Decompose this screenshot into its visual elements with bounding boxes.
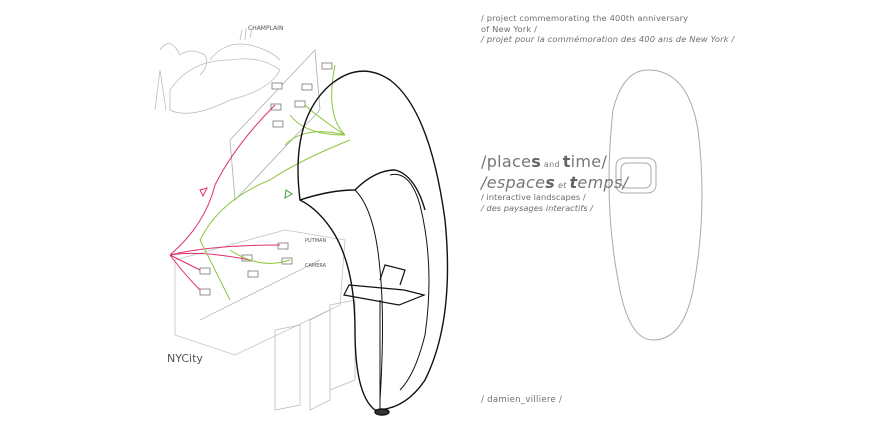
subtitle: / interactive landscapes / / des paysage… xyxy=(481,192,593,213)
title-part: s xyxy=(531,152,542,171)
intro-line-1: / project commemorating the 400th annive… xyxy=(481,13,689,23)
pod-outline-illustration xyxy=(608,69,703,341)
sketch-label-putman: PUTMAN xyxy=(305,238,326,244)
title-part: /espace xyxy=(481,173,546,192)
sketch-cables xyxy=(169,64,351,301)
sketch-devices xyxy=(199,62,333,296)
title-part: /place xyxy=(481,152,532,171)
title-part: ime/ xyxy=(570,152,608,171)
author-name: / damien_villiere / xyxy=(481,395,563,405)
subtitle-french: / des paysages interactifs / xyxy=(481,202,593,213)
title-part: et xyxy=(555,181,570,190)
sketch-label-champlain: CHAMPLAIN xyxy=(248,25,283,32)
intro-line-3: / projet pour la commémoration des 400 a… xyxy=(481,34,735,45)
title-french: /espaces et temps/ xyxy=(481,174,628,195)
title-part: t xyxy=(562,152,571,171)
pod-illustration xyxy=(297,70,449,416)
title-part: s xyxy=(545,173,556,192)
title-part: and xyxy=(541,160,563,169)
sketch-labels: CHAMPLAIN PUTMAN CAMERA NYCity xyxy=(167,25,327,365)
project-description: / project commemorating the 400th annive… xyxy=(481,13,734,45)
sketch-label-camera: CAMERA xyxy=(305,263,327,269)
title-english: /places and time/ xyxy=(481,153,628,174)
title-part: emps/ xyxy=(577,173,629,192)
sketch-landscape xyxy=(154,27,356,411)
title-part: t xyxy=(569,173,578,192)
sketch-label-nycity: NYCity xyxy=(167,352,203,365)
subtitle-english: / interactive landscapes / xyxy=(481,192,586,202)
project-title: /places and time/ /espaces et temps/ xyxy=(481,153,628,195)
intro-line-2: of New York / xyxy=(481,23,538,34)
